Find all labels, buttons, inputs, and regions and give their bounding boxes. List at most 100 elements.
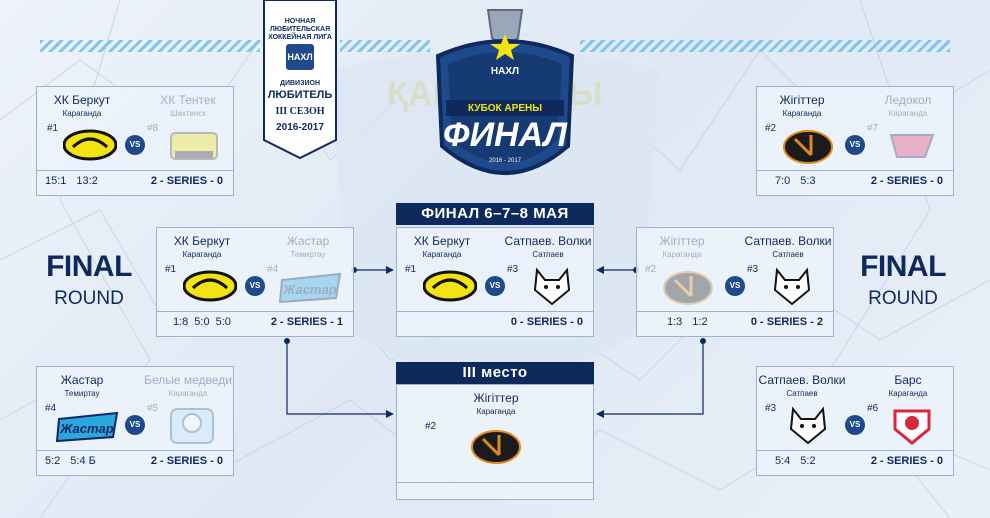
team-city: Караганда bbox=[168, 389, 208, 398]
team-seed: #1 bbox=[405, 264, 417, 275]
team-city: Сатпаев bbox=[786, 389, 818, 398]
vs-badge: VS bbox=[725, 276, 745, 296]
series-result: 2 - SERIES - 1 bbox=[270, 316, 343, 328]
team-city: Темиртау bbox=[64, 389, 100, 398]
ledokol-logo-icon bbox=[889, 134, 935, 158]
final-round-line2: ROUND bbox=[868, 288, 938, 309]
divider bbox=[37, 450, 233, 451]
series-result: 0 - SERIES - 2 bbox=[750, 316, 823, 328]
team-name: Жастар bbox=[60, 373, 104, 387]
divider bbox=[397, 482, 593, 483]
team-b: Сатпаев. Волки Сатпаев #3 bbox=[743, 228, 833, 310]
bars-logo-icon bbox=[893, 409, 931, 445]
vs-badge: VS bbox=[845, 415, 865, 435]
series-card-third-place[interactable]: Жігіттер Караганда #2 bbox=[396, 384, 594, 500]
svg-text:Жастар: Жастар bbox=[282, 282, 336, 297]
team-a: ХК Беркут Караганда #1 bbox=[37, 87, 127, 169]
season-years: 2016-2017 bbox=[276, 122, 324, 133]
team-name: Жігіттер bbox=[659, 234, 705, 248]
cup-shield-graphic bbox=[435, 9, 575, 175]
team-a: ХК Беркут Караганда #1 bbox=[397, 228, 487, 310]
team-seed: #4 bbox=[267, 264, 279, 275]
team-seed: #2 bbox=[765, 123, 777, 134]
series-card-sf-left[interactable]: ХК Беркут Караганда #1 VS Жастар Темирта… bbox=[156, 227, 354, 337]
team-seed: #3 bbox=[765, 403, 777, 414]
vs-badge: VS bbox=[245, 276, 265, 296]
team-seed: #4 bbox=[45, 403, 57, 414]
team-city: Сатпаев bbox=[532, 250, 564, 259]
game-score: 13:2 bbox=[76, 175, 98, 187]
team-city: Шахтинск bbox=[170, 109, 206, 118]
final-round-label-left: FINAL ROUND bbox=[34, 250, 144, 310]
badge-logo: НАХЛ bbox=[490, 66, 520, 77]
final-round-line1: FINAL bbox=[46, 250, 132, 283]
team-seed: #1 bbox=[165, 264, 177, 275]
team-name: Жігіттер bbox=[779, 93, 825, 107]
series-result: 2 - SERIES - 0 bbox=[150, 455, 223, 467]
series-card-qf-left-bottom[interactable]: Жастар Темиртау #4 Жастар VS Белые медве… bbox=[36, 366, 234, 476]
badge-years: 2016 - 2017 bbox=[488, 158, 522, 164]
team-city: Караганда bbox=[888, 109, 928, 118]
game-score: 5:3 bbox=[800, 175, 816, 187]
series-card-qf-right-top[interactable]: Жігіттер Караганда #2 VS Ледокол Караган… bbox=[756, 86, 954, 196]
team-seed: #2 bbox=[645, 264, 657, 275]
team-seed: #7 bbox=[867, 123, 879, 134]
team-seed: #6 bbox=[867, 403, 879, 414]
series-result: 2 - SERIES - 0 bbox=[870, 175, 943, 187]
divider bbox=[757, 170, 953, 171]
wolf-logo-icon bbox=[789, 406, 827, 445]
divider bbox=[397, 311, 593, 312]
division-name: ЛЮБИТЕЛЬ bbox=[267, 89, 333, 101]
game-score: 1:3 bbox=[667, 316, 683, 328]
series-result: 2 - SERIES - 0 bbox=[870, 455, 943, 467]
badge-cup: КУБОК АРЕНЫ bbox=[468, 103, 542, 114]
league-line1: НОЧНАЯ bbox=[284, 18, 316, 25]
team-seed: #1 bbox=[47, 123, 59, 134]
final-date-banner: ФИНАЛ 6–7–8 МАЯ bbox=[396, 203, 594, 225]
vs-badge: VS bbox=[485, 276, 505, 296]
berkut-logo-icon bbox=[423, 270, 477, 302]
team-city: Караганда bbox=[662, 250, 702, 259]
team-name: Белые медведи bbox=[144, 373, 232, 387]
zhastar-logo-icon: Жастар bbox=[55, 411, 119, 443]
stripe-right bbox=[580, 40, 950, 52]
team-name: Ледокол bbox=[884, 93, 932, 107]
game-scores: 1:3 1:2 bbox=[667, 316, 718, 328]
series-card-final[interactable]: ХК Беркут Караганда #1 VS Сатпаев. Волки… bbox=[396, 227, 594, 337]
series-result: 2 - SERIES - 0 bbox=[150, 175, 223, 187]
team-seed: #5 bbox=[147, 403, 159, 414]
game-score: 1:2 bbox=[692, 316, 708, 328]
series-card-qf-right-bottom[interactable]: Сатпаев. Волки Сатпаев #3 VS Барс Карага… bbox=[756, 366, 954, 476]
wolf-logo-icon bbox=[533, 267, 571, 306]
divider bbox=[637, 311, 833, 312]
team-name: Жігіттер bbox=[473, 391, 519, 405]
final-round-label-right: FINAL ROUND bbox=[848, 250, 958, 310]
team-name: Сатпаев. Волки bbox=[504, 234, 592, 248]
team-city: Караганда bbox=[182, 250, 222, 259]
season-label: III СЕЗОН bbox=[275, 106, 325, 117]
game-score: 5:4 Б bbox=[70, 455, 96, 467]
team-name: ХК Беркут bbox=[53, 93, 111, 107]
berkut-logo-icon bbox=[183, 270, 237, 302]
team-seed: #8 bbox=[147, 123, 159, 134]
team-b: Сатпаев. Волки Сатпаев #3 bbox=[503, 228, 593, 310]
league-pennant-shape bbox=[263, 0, 337, 160]
tentek-logo-icon bbox=[170, 132, 218, 160]
league-logo: НАХЛ bbox=[287, 52, 313, 62]
league-line2: ЛЮБИТЕЛЬСКАЯ bbox=[269, 26, 331, 33]
stripe-left bbox=[40, 40, 260, 52]
zhigitter-logo-icon bbox=[471, 430, 521, 464]
vs-badge: VS bbox=[125, 415, 145, 435]
series-card-sf-right[interactable]: Жігіттер Караганда #2 VS Сатпаев. Волки … bbox=[636, 227, 834, 337]
badge-title: ФИНАЛ bbox=[443, 116, 567, 154]
divider bbox=[37, 170, 233, 171]
divider bbox=[157, 311, 353, 312]
team-a: ХК Беркут Караганда #1 bbox=[157, 228, 247, 310]
team-city: Караганда bbox=[62, 109, 102, 118]
series-card-qf-left-top[interactable]: ХК Беркут Караганда #1 VS ХК Тентек Шахт… bbox=[36, 86, 234, 196]
divider bbox=[757, 450, 953, 451]
